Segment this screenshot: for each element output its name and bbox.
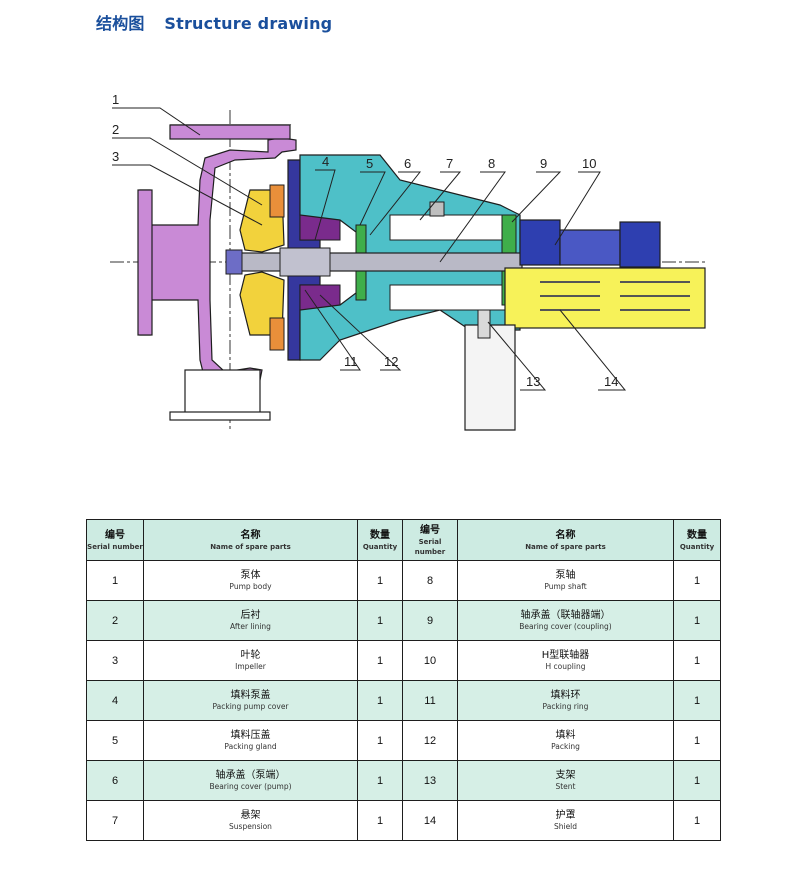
quantity-cell: 1: [357, 680, 403, 721]
quantity-cell: 1: [673, 760, 721, 801]
serial-cell: 7: [86, 800, 144, 841]
h-coupling-shape: [519, 219, 661, 268]
callout-8: 8: [488, 156, 495, 171]
callout-4: 4: [322, 154, 329, 169]
serial-cell: 9: [402, 600, 458, 641]
serial-cell: 14: [402, 800, 458, 841]
quantity-cell: 1: [357, 720, 403, 761]
serial-cell: 10: [402, 640, 458, 681]
quantity-cell: 1: [673, 560, 721, 601]
leader-lines: [112, 107, 627, 391]
quantity-cell: 1: [673, 680, 721, 721]
serial-cell: 5: [86, 720, 144, 761]
quantity-cell: 1: [357, 560, 403, 601]
callout-2: 2: [112, 122, 119, 137]
quantity-cell: 1: [357, 760, 403, 801]
callout-14: 14: [604, 374, 618, 389]
pump-structure-diagram: 1 2 3 4 5 6 7 8 9 10 11 12 13 14: [110, 92, 706, 431]
callout-13: 13: [526, 374, 540, 389]
callout-1: 1: [112, 92, 119, 107]
serial-cell: 1: [86, 560, 144, 601]
part-name-cell: 轴承盖（泵端）Bearing cover (pump): [143, 760, 358, 801]
title-en: Structure drawing: [164, 14, 333, 33]
impeller-shape: [239, 184, 285, 351]
quantity-cell: 1: [357, 600, 403, 641]
quantity-cell: 1: [357, 640, 403, 681]
callout-10: 10: [582, 156, 596, 171]
page-title: 结构图 Structure drawing: [96, 10, 332, 34]
stent-shape: [464, 309, 516, 431]
shield-shape: [504, 267, 706, 329]
callout-3: 3: [112, 149, 119, 164]
callout-7: 7: [446, 156, 453, 171]
title-zh: 结构图: [96, 14, 145, 33]
callout-6: 6: [404, 156, 411, 171]
serial-cell: 4: [86, 680, 144, 721]
quantity-cell: 1: [673, 720, 721, 761]
quantity-cell: 1: [673, 600, 721, 641]
serial-cell: 3: [86, 640, 144, 681]
serial-cell: 6: [86, 760, 144, 801]
quantity-cell: 1: [673, 800, 721, 841]
callout-12: 12: [384, 354, 398, 369]
quantity-cell: 1: [673, 640, 721, 681]
serial-cell: 2: [86, 600, 144, 641]
pump-body-shape: [137, 124, 297, 421]
part-name-cell: 轴承盖（联轴器端）Bearing cover (coupling): [457, 600, 674, 641]
callout-5: 5: [366, 156, 373, 171]
serial-cell: 8: [402, 560, 458, 601]
quantity-cell: 1: [357, 800, 403, 841]
callout-11: 11: [344, 354, 358, 369]
serial-cell: 12: [402, 720, 458, 761]
callout-9: 9: [540, 156, 547, 171]
serial-cell: 13: [402, 760, 458, 801]
serial-cell: 11: [402, 680, 458, 721]
